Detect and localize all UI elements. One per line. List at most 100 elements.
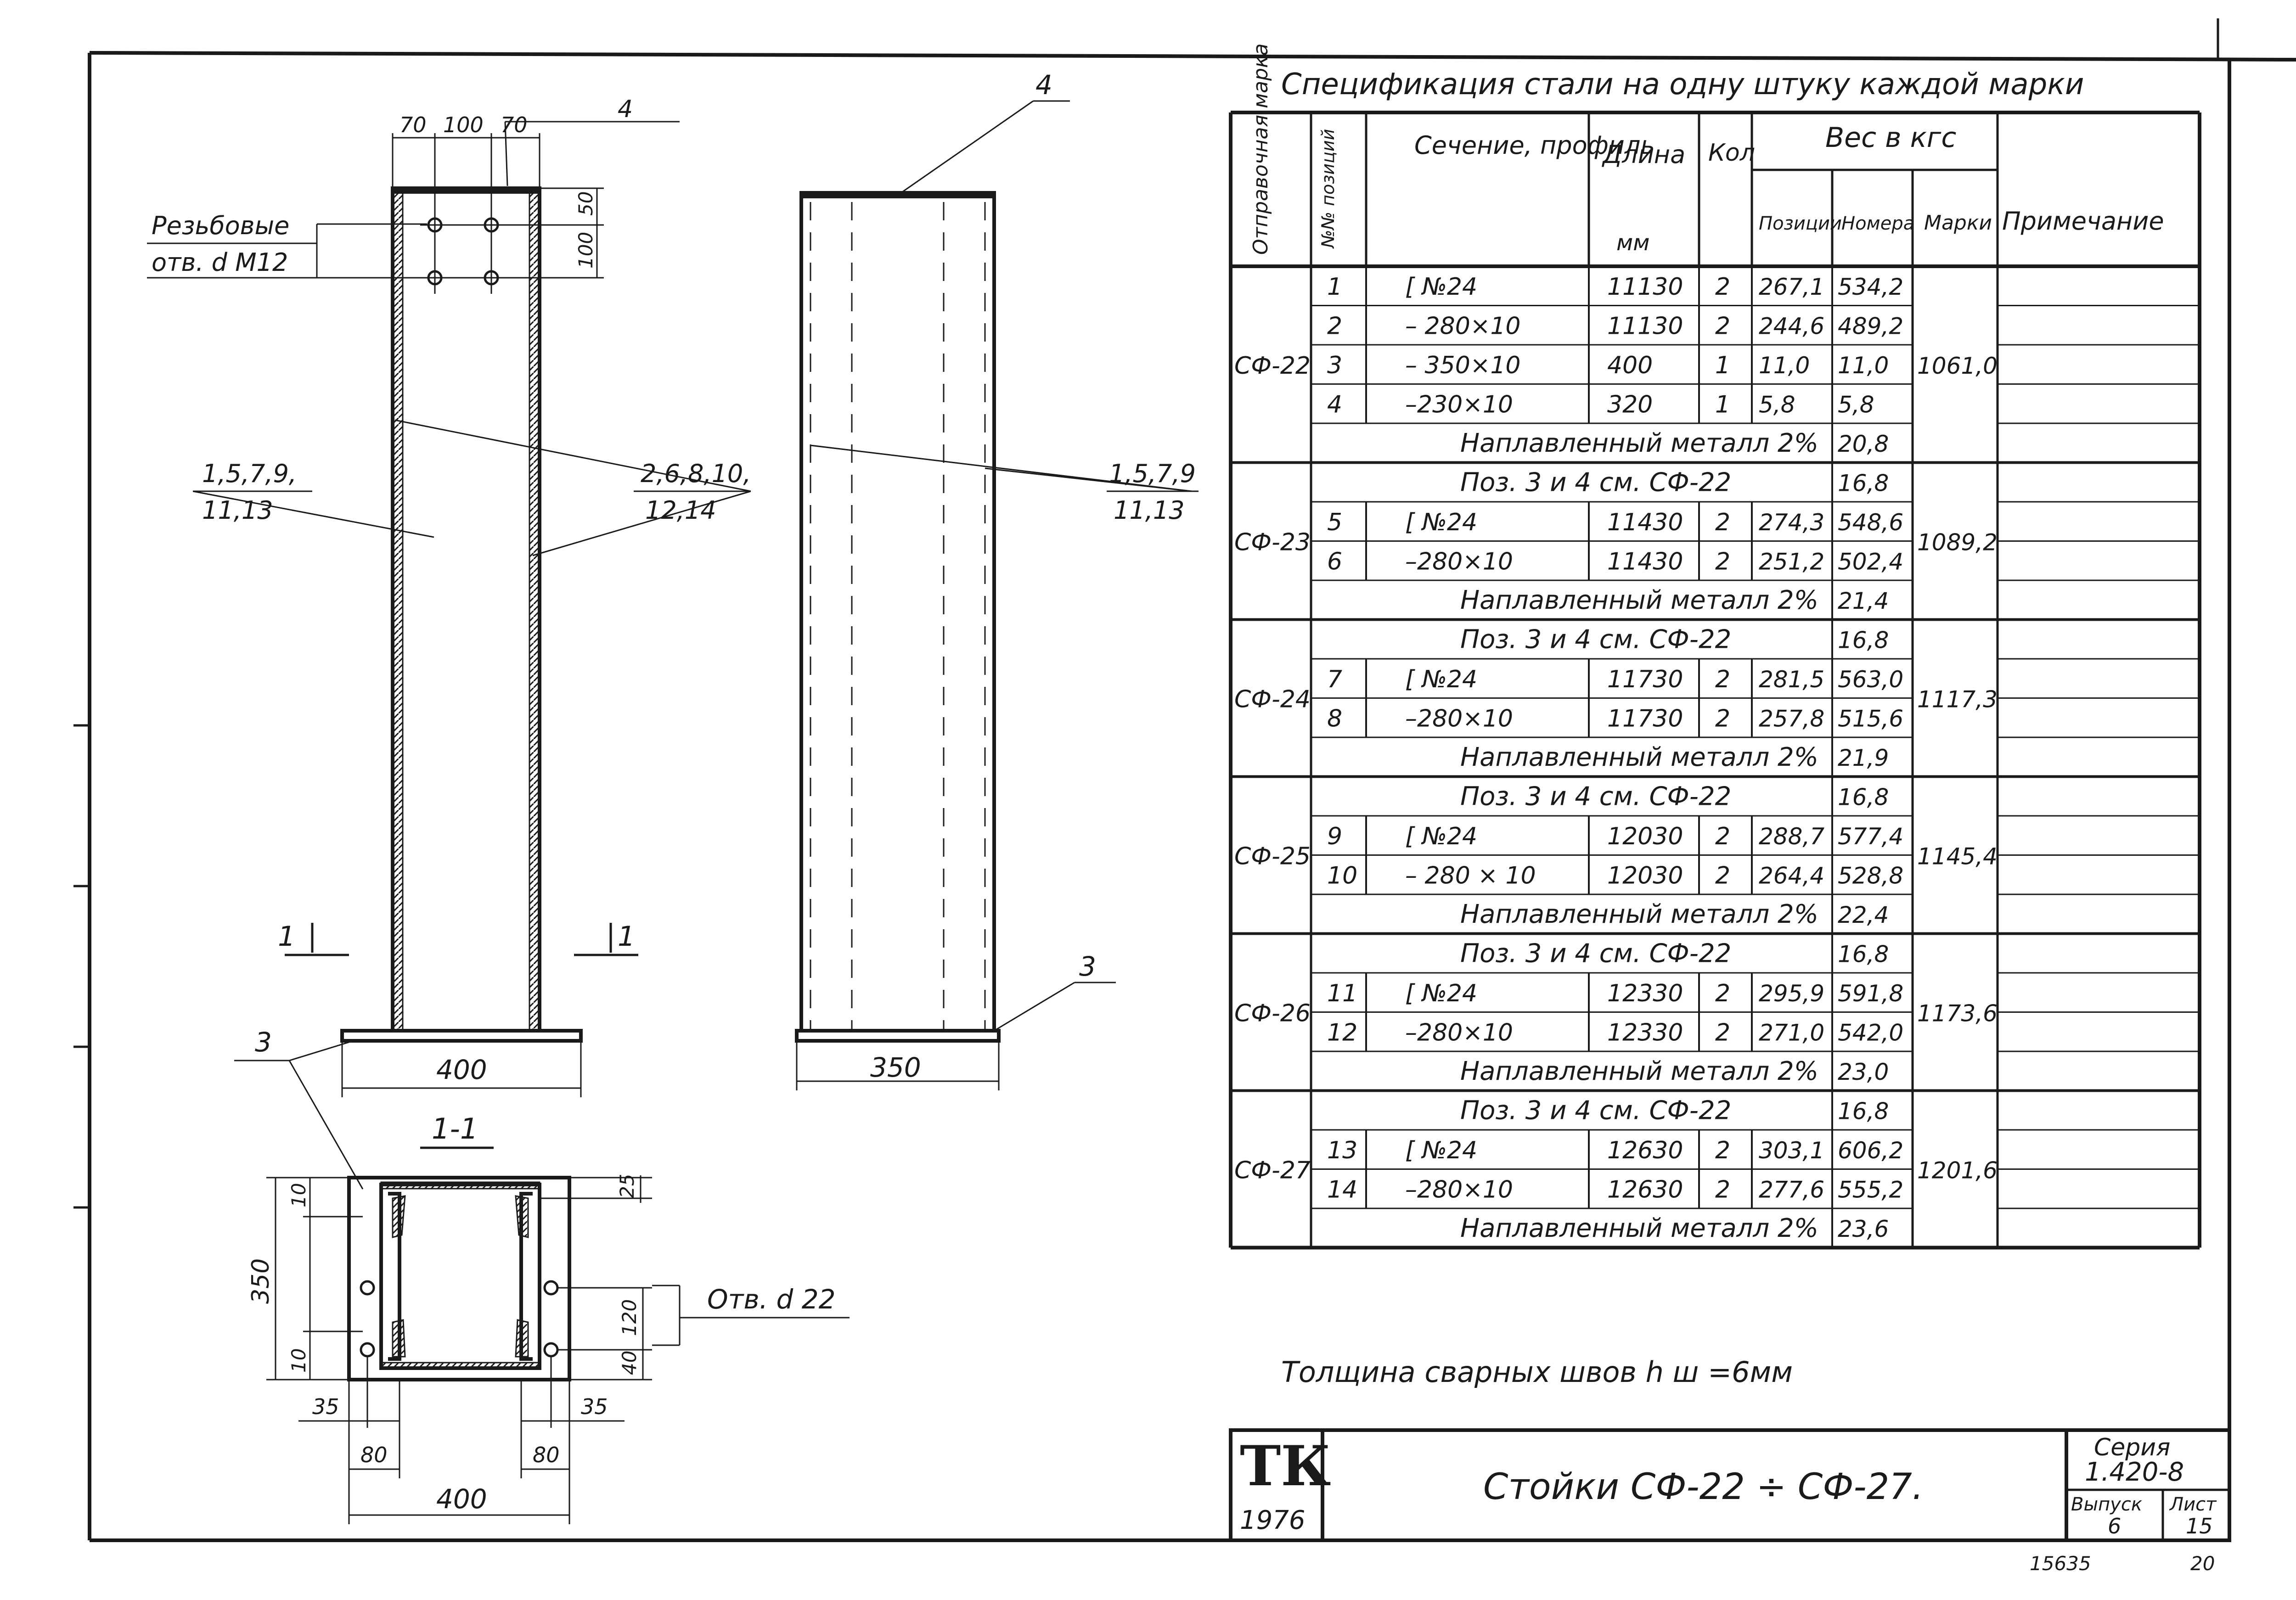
weight-num-cell: 489,2 [1838,313,1903,340]
header-weight: Вес в кгс [1825,122,1956,154]
span-cell: Наплавленный металл 2% [1460,585,1818,615]
mark-cell: СФ-23 [1234,529,1311,556]
span-cell: Поз. 3 и 4 см. СФ-22 [1460,1096,1731,1126]
dim-350-side: 350 [870,1052,921,1083]
qty-cell: 1 [1715,391,1730,419]
pos-cell: 10 [1327,862,1357,890]
header-pos: №№ позиций [1318,129,1338,249]
length-cell: 320 [1607,391,1653,419]
length-cell: 11130 [1607,313,1683,340]
weight-mark-cell: 1117,3 [1917,686,1998,713]
dim-10-bottom: 10 [287,1348,310,1373]
pos-cell: 11 [1327,980,1357,1007]
weight-num-cell: 577,4 [1838,823,1903,850]
dim-80-left: 80 [360,1443,388,1467]
cut-mark-right: 1 [618,921,635,953]
dim-120: 120 [618,1299,641,1336]
span-cell: Наплавленный металл 2% [1460,428,1818,458]
length-cell: 11130 [1607,273,1683,301]
sheet-value: 15 [2186,1514,2213,1538]
qty-cell: 2 [1715,313,1730,340]
spec-table-grid [1229,111,2201,1250]
qty-cell: 2 [1715,273,1730,301]
hole-note: Отв. d 22 [707,1284,836,1315]
header-weight-mark: Марки [1924,211,1992,235]
ref-1-5-7-9-right: 1,5,7,9 [1109,459,1196,488]
pos-4-label-front: 4 [618,95,633,123]
weight-pos-cell: 11,0 [1759,352,1810,379]
section-cell: – 350×10 [1405,352,1521,379]
weight-num-cell: 555,2 [1838,1177,1903,1203]
weight-num-cell: 542,0 [1838,1020,1903,1046]
spec-table: Спецификация стали на одну штуку каждой … [1229,43,2201,1250]
section-cell: –280×10 [1405,548,1513,576]
page-number: 20 [2190,1552,2215,1575]
span-cell: Наплавленный металл 2% [1460,899,1818,929]
weight-num-cell: 563,0 [1838,666,1903,693]
header-length-unit: мм [1616,230,1649,256]
series-value: 1.420-8 [2085,1457,2184,1487]
qty-cell: 1 [1715,352,1730,379]
weld-note: Толщина сварных швов h ш =6мм [1281,1355,1793,1389]
dim-400-front: 400 [436,1054,487,1085]
dim-80-right: 80 [533,1443,560,1467]
dim-400-section: 400 [436,1483,487,1515]
weight-num-cell: 20,8 [1838,431,1889,457]
weight-mark-cell: 1201,6 [1917,1157,1998,1184]
ref-1-5-7-9: 1,5,7,9, [202,459,297,488]
header-length: Длина [1602,140,1685,169]
weight-pos-cell: 257,8 [1759,706,1824,732]
issue-label: Выпуск [2071,1494,2142,1515]
weight-num-cell: 23,6 [1838,1216,1889,1242]
dim-25: 25 [616,1174,638,1198]
dim-35-left: 35 [312,1394,339,1419]
span-cell: Поз. 3 и 4 см. СФ-22 [1460,468,1731,498]
sheet-label: Лист [2169,1494,2217,1515]
weight-num-cell: 515,6 [1838,706,1903,732]
pos-3-label-front: 3 [255,1027,272,1058]
pos-cell: 13 [1327,1137,1357,1164]
dim-100-top: 100 [443,112,484,137]
header-weight-pos: Позиции [1759,213,1842,234]
pos-cell: 2 [1327,313,1342,340]
section-cell: [ №24 [1405,273,1477,301]
weight-mark-cell: 1089,2 [1917,529,1998,556]
dim-350-section: 350 [247,1258,275,1304]
qty-cell: 2 [1715,980,1730,1007]
length-cell: 11430 [1607,509,1683,536]
length-cell: 12630 [1607,1176,1683,1204]
anchor-hole [543,1280,559,1296]
header-qty: Кол [1708,139,1755,167]
dim-50: 50 [574,191,597,216]
weight-num-cell: 16,8 [1838,1098,1889,1125]
mark-cell: СФ-24 [1234,686,1311,713]
weight-mark-cell: 1145,4 [1917,843,1998,870]
pos-cell: 1 [1327,273,1342,301]
span-cell: Поз. 3 и 4 см. СФ-22 [1460,625,1731,655]
anchor-hole [543,1342,559,1358]
weight-pos-cell: 303,1 [1759,1137,1824,1164]
section-cell: [ №24 [1405,666,1477,693]
weight-num-cell: 606,2 [1838,1137,1903,1164]
org-logo: ТК [1240,1434,1331,1499]
length-cell: 12330 [1607,1019,1683,1047]
weight-pos-cell: 274,3 [1759,509,1824,536]
weight-pos-cell: 264,4 [1759,863,1824,889]
qty-cell: 2 [1715,862,1730,890]
span-cell: Поз. 3 и 4 см. СФ-22 [1460,782,1731,812]
qty-cell: 2 [1715,1137,1730,1164]
drawing-title: Стойки СФ-22 ÷ СФ-27. [1483,1466,1924,1508]
pos-cell: 3 [1327,352,1342,379]
header-weight-num: Номера [1841,213,1914,234]
span-cell: Поз. 3 и 4 см. СФ-22 [1460,939,1731,969]
qty-cell: 2 [1715,548,1730,576]
weight-mark-cell: 1173,6 [1917,1000,1998,1027]
pos-cell: 12 [1327,1019,1357,1047]
header-mark: Отправочная марка [1249,43,1272,255]
weight-num-cell: 591,8 [1838,980,1903,1007]
length-cell: 400 [1607,352,1653,379]
threaded-holes-label: Резьбовые [152,211,289,240]
dim-70-left: 70 [400,112,427,137]
mark-cell: СФ-26 [1234,1000,1311,1027]
